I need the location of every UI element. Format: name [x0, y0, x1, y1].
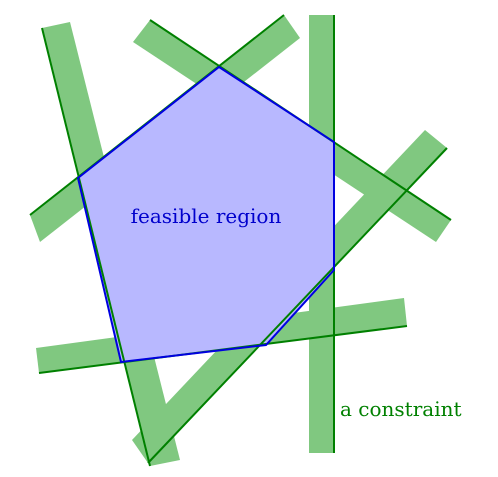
constraint-line-diagonal-lower-right [147, 147, 448, 464]
feasible-region-edge [76, 65, 335, 364]
feasible-region-label: feasible region [131, 204, 282, 228]
feasible-region [78, 67, 334, 362]
constraint-label: a constraint [340, 397, 462, 421]
constraint-line-steep-left [41, 27, 151, 467]
